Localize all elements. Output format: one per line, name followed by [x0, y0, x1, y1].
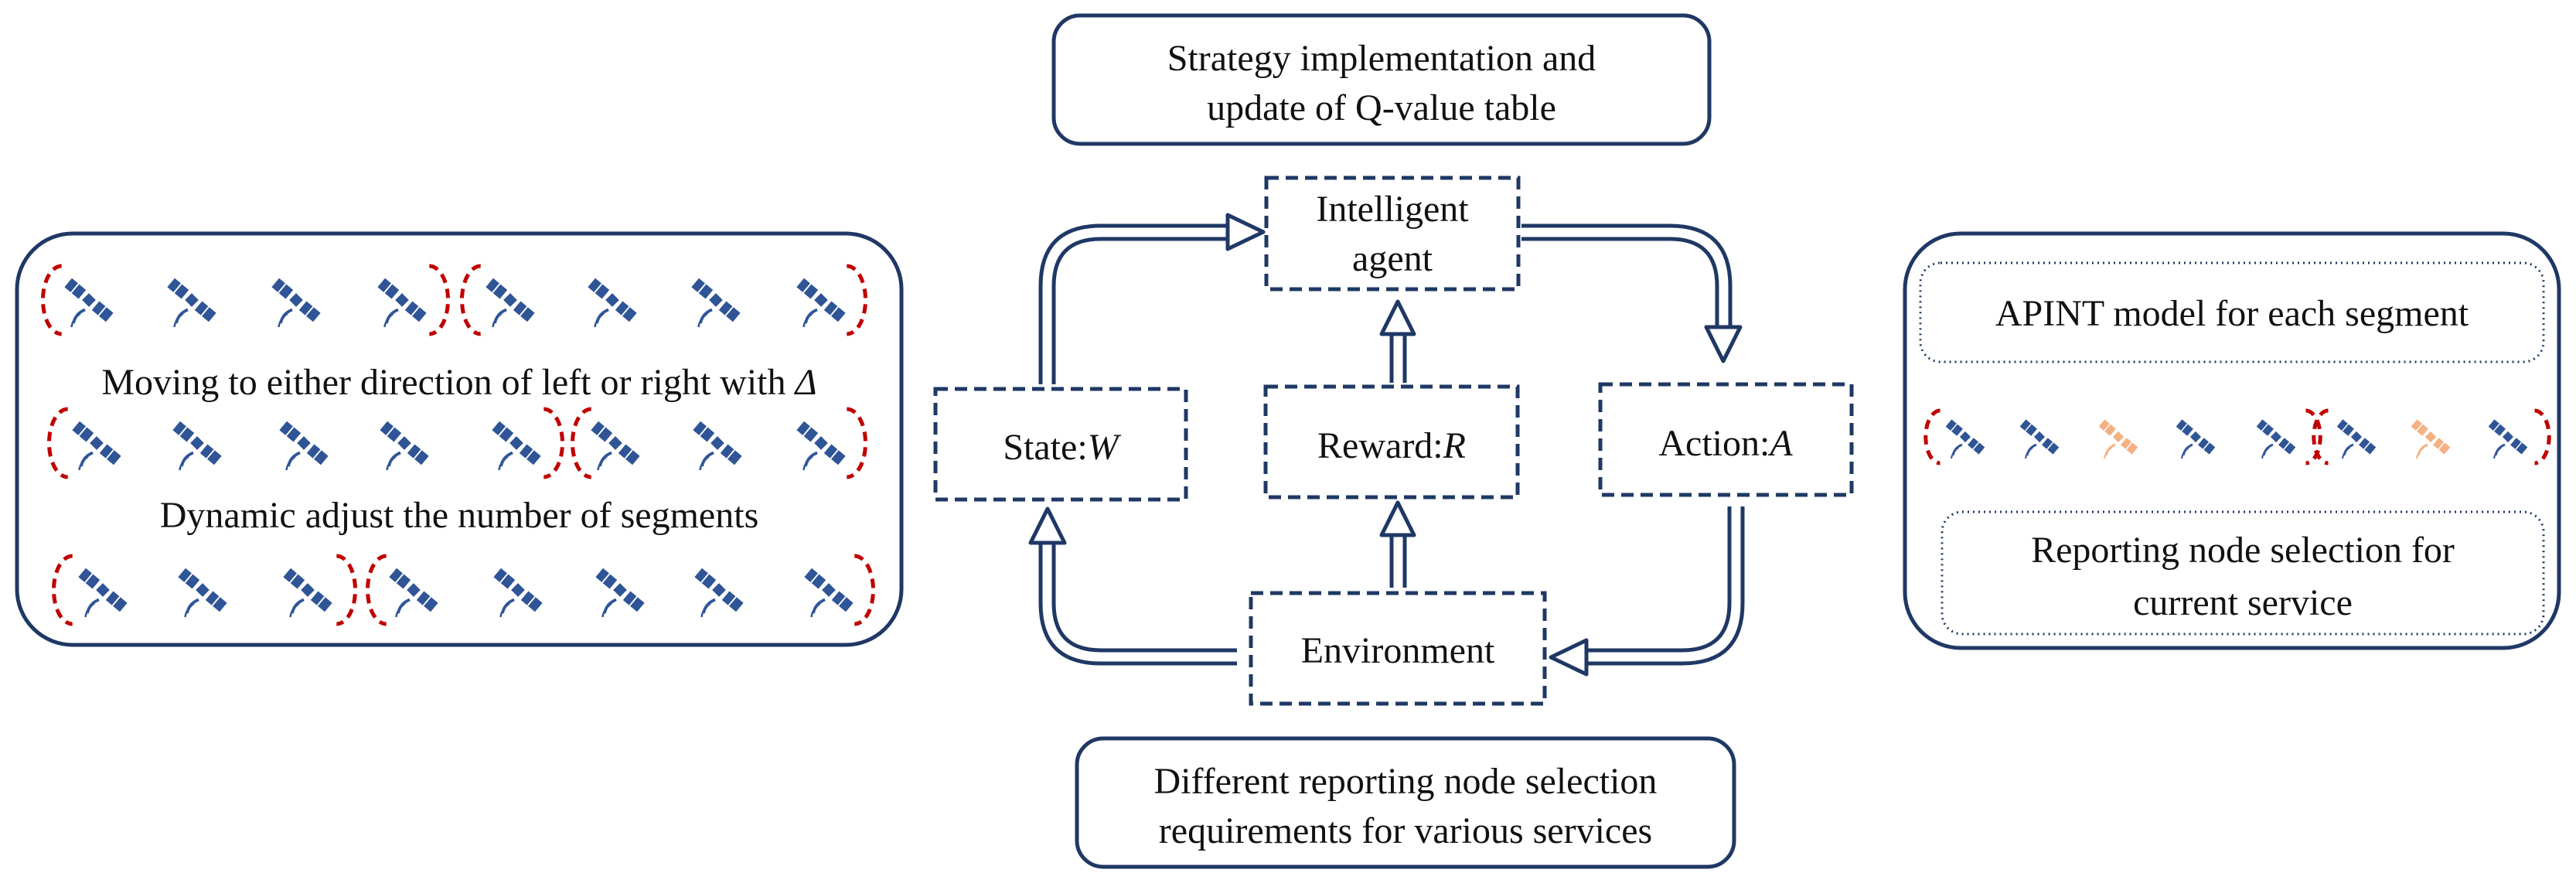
agent-node-line1: Intelligent [1316, 189, 1469, 230]
segment-boundary-arc [543, 407, 565, 479]
segment-boundary-arc [365, 554, 387, 626]
agent-node-line2: agent [1352, 238, 1433, 279]
segment-boundary-arc [46, 407, 68, 479]
strategy-box-line2: update of Q-value table [1207, 87, 1556, 128]
reporting-node-line1: Reporting node selection for [2031, 530, 2455, 571]
segment-boundary-arc [2312, 408, 2329, 465]
arrow-environment-to-state [1038, 541, 1237, 666]
requirements-box [1075, 736, 1736, 869]
environment-node-label: Environment [1301, 630, 1495, 671]
arrow-agent-to-action [1521, 223, 1733, 329]
action-node-label: Action:A [1658, 423, 1793, 464]
segment-boundary-arc [51, 554, 73, 626]
action-node [1598, 382, 1854, 497]
reward-node [1263, 384, 1520, 500]
reporting-node-box [1941, 510, 2545, 636]
arrow-state-to-agent [1038, 223, 1229, 384]
apint-model-label: APINT model for each segment [1995, 293, 2469, 334]
reward-node-label: Reward:R [1317, 425, 1466, 466]
segment-boundary-arc [459, 264, 481, 336]
requirements-box-line2: requirements for various services [1159, 810, 1652, 851]
segment-number-caption: Dynamic adjust the number of segments [160, 495, 759, 536]
requirements-box-line1: Different reporting node selection [1154, 761, 1658, 802]
right-segment-boundaries [1923, 408, 2551, 465]
segment-boundary-arc [2305, 408, 2322, 465]
loop-arrows [1028, 213, 1745, 677]
left-segment-boundaries [40, 264, 876, 626]
reporting-node-line2: current service [2133, 582, 2353, 623]
strategy-box-line1: Strategy implementation and [1167, 38, 1596, 79]
segment-boundary-arc [40, 264, 62, 336]
strategy-box [1051, 13, 1712, 146]
environment-node [1249, 591, 1547, 706]
apint-model-box [1919, 261, 2545, 363]
segment-boundary-arc [847, 264, 868, 336]
segment-boundary-arc [570, 407, 591, 479]
segment-boundary-arc [1923, 408, 1941, 465]
segment-boundary-arc [336, 554, 358, 626]
segment-boundary-arc [2534, 408, 2551, 465]
agent-node [1264, 176, 1521, 292]
segment-boundary-arc [847, 407, 868, 479]
segment-boundary-arc [429, 264, 451, 336]
state-node-label: State:W [1003, 427, 1121, 468]
segment-adjustment-panel [15, 231, 904, 647]
arrow-action-to-environment [1585, 506, 1745, 666]
segment-move-caption: Moving to either direction of left or ri… [101, 362, 816, 403]
segment-boundary-arc [854, 554, 876, 626]
state-node [933, 387, 1188, 502]
